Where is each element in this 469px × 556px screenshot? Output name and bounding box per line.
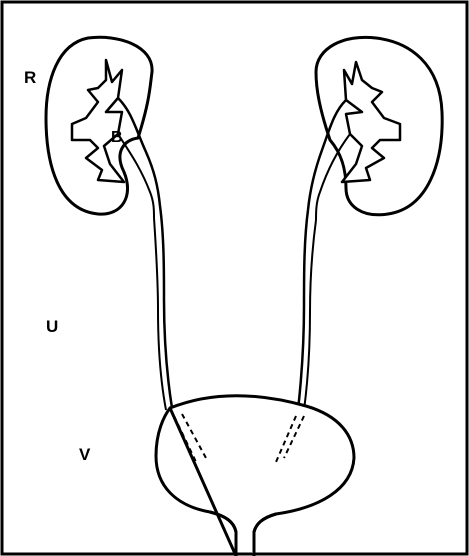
- label-v: V: [79, 446, 90, 463]
- label-r: R: [24, 69, 36, 86]
- label-u: U: [46, 318, 58, 335]
- label-b: B: [111, 130, 123, 146]
